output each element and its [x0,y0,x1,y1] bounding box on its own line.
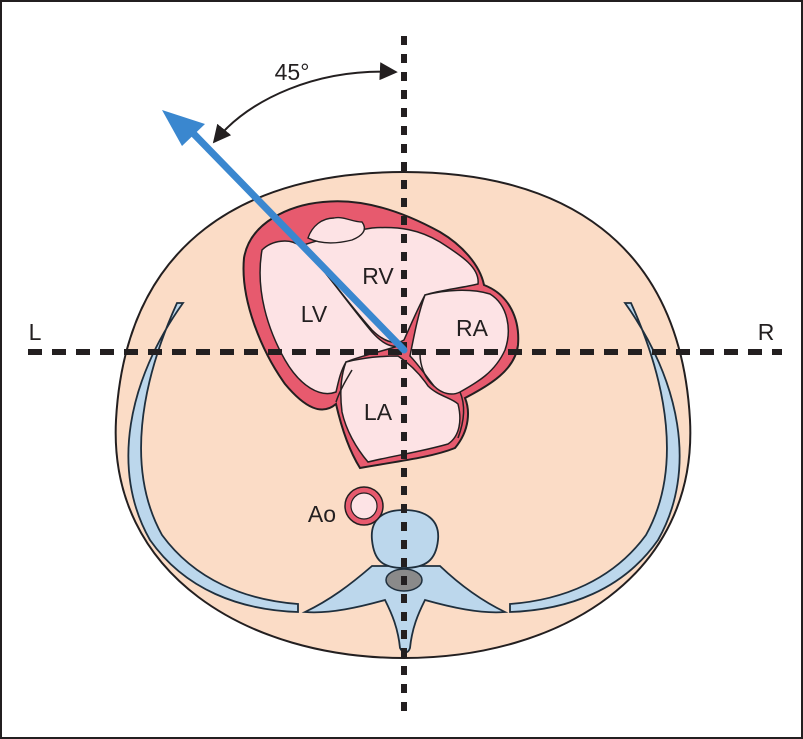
lv-label: LV [301,301,328,327]
right-atrium-cavity [409,289,509,395]
angle-arc [212,62,398,144]
la-label: LA [364,399,393,425]
angle-label: 45° [275,59,310,85]
right-side-label: R [758,319,775,345]
ra-label: RA [456,315,489,341]
right-rib [509,302,681,613]
mitral-valve [335,369,353,403]
left-atrium-cavity [340,355,461,463]
heart [242,200,520,470]
right-ventricle-outflow [307,216,366,244]
left-rib [127,302,299,613]
vertebral-body [370,509,439,569]
right-ventricle-cavity [298,226,479,344]
tricuspid-valve [419,353,435,387]
left-side-label: L [29,319,42,345]
ra-crista [457,391,465,439]
aorta [344,486,384,526]
rv-label: RV [362,263,394,289]
aorta-label: Ao [308,501,336,527]
beam-arrow [162,110,408,354]
